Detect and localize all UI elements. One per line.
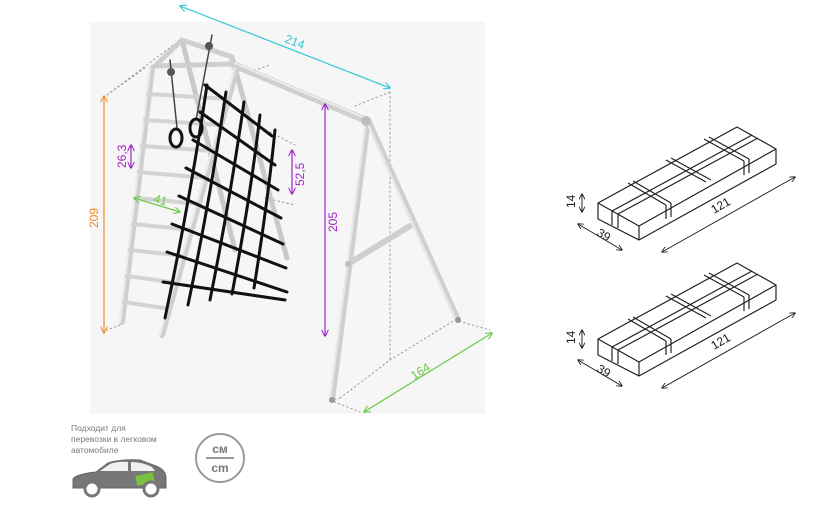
package-1-width-label: 39 [595,225,614,244]
car-note-line-1: Подходит для [71,423,126,433]
car-icon [72,459,167,498]
width-dimension-line [180,6,390,88]
car-transport-caption: Подходит для перевозки в легковом автомо… [71,423,191,456]
package-1-dimensions [578,177,795,252]
package-2-height-label: 14 [564,330,578,344]
swing-height-dimension-label: 205 [326,212,340,232]
units-bottom-label: cm [211,461,228,475]
car-note-line-2: перевозки в легковом [71,434,157,444]
units-top-label: см [212,442,228,456]
units-icon: см cm [195,433,245,483]
climbing-net [161,83,289,320]
ladder-width-label: 41 [152,191,169,208]
package-2-dimensions [578,313,795,388]
rung-spacing-label: 26,3 [115,144,129,168]
package-2 [597,262,777,377]
package-1 [597,126,777,241]
width-dimension-label: 214 [283,32,307,52]
net-cell-label: 52,5 [293,162,307,186]
package-1-height-label: 14 [564,194,578,208]
package-2-width-label: 39 [595,361,614,380]
depth-dimension-line [364,333,492,412]
car-note-line-3: автомобиле [71,445,119,455]
total-height-dimension-label: 209 [87,208,101,228]
